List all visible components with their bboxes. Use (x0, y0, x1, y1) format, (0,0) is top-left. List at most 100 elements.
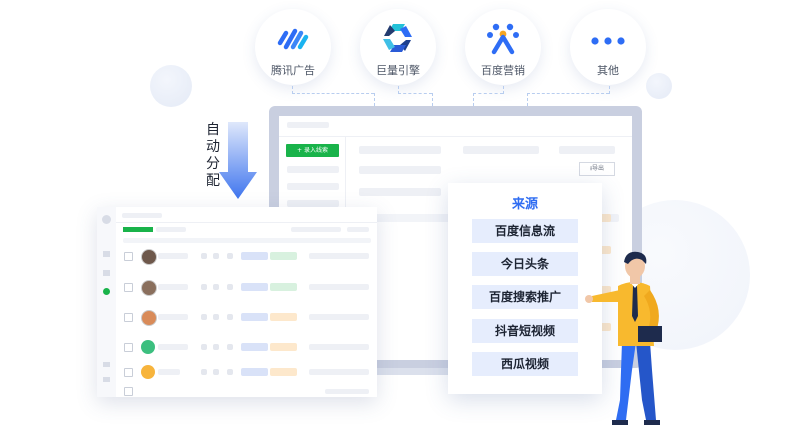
table-cell (227, 314, 233, 320)
connector-line (398, 93, 432, 94)
connector-line (292, 93, 374, 94)
platform-tencent-ads[interactable]: 腾讯广告 (255, 9, 331, 85)
table-cell (201, 344, 207, 350)
export-button[interactable]: ⭳导出 (579, 162, 615, 176)
table-cell (270, 313, 297, 321)
table-header (123, 238, 371, 243)
sidebar-item (287, 166, 339, 173)
connector-line (527, 93, 528, 106)
download-icon: ⭳ (589, 165, 593, 172)
source-title: 来源 (511, 197, 538, 212)
table-cell (241, 283, 268, 291)
source-item-baidu-search[interactable]: 百度搜索推广 (472, 285, 578, 309)
table-cell (213, 344, 219, 350)
arrow-down-icon (219, 122, 257, 199)
source-item-xigua[interactable]: 西瓜视频 (472, 352, 578, 376)
table-cell (597, 286, 611, 294)
connector-line (432, 93, 433, 106)
lead-table-panel (97, 207, 377, 397)
decor-bubble (150, 65, 192, 107)
avatar (141, 365, 155, 379)
search-bar[interactable] (347, 227, 369, 232)
tencent-ads-icon (277, 28, 309, 50)
connector-line (473, 93, 474, 106)
table-cell (309, 253, 369, 259)
row-checkbox[interactable] (124, 343, 133, 352)
connector-line (503, 86, 504, 94)
ocean-engine-icon (383, 24, 412, 52)
table-cell (270, 368, 297, 376)
platform-label: 腾讯广告 (271, 64, 315, 77)
more-dots-icon (591, 37, 625, 45)
table-cell (241, 368, 268, 376)
filter-bar (359, 188, 441, 196)
table-cell (309, 314, 369, 320)
platform-label: 百度营销 (481, 64, 525, 77)
source-panel: 来源 百度信息流 今日头条 百度搜索推广 抖音短视频 西瓜视频 (448, 183, 602, 394)
sidebar-item (287, 183, 339, 190)
panel-sidebar (97, 207, 116, 397)
row-checkbox[interactable] (124, 313, 133, 322)
table-cell (201, 284, 207, 290)
table-cell (201, 369, 207, 375)
table-cell (201, 253, 207, 259)
table-cell (213, 284, 219, 290)
table-cell (227, 284, 233, 290)
row-checkbox[interactable] (124, 252, 133, 261)
active-tab[interactable] (123, 227, 153, 232)
nav-icon (103, 270, 110, 276)
screen-divider (279, 136, 632, 137)
table-cell (270, 343, 297, 351)
avatar (102, 215, 111, 224)
table-cell (597, 323, 611, 331)
connector-line (374, 93, 375, 106)
avatar (141, 340, 155, 354)
panel-title-bar (122, 213, 162, 218)
pagination[interactable] (325, 389, 369, 394)
row-checkbox[interactable] (124, 283, 133, 292)
platform-ocean-engine[interactable]: 巨量引擎 (360, 9, 436, 85)
table-cell (201, 314, 207, 320)
platform-label: 其他 (597, 64, 619, 77)
avatar (141, 280, 157, 296)
table-cell (227, 369, 233, 375)
panel-divider (116, 222, 377, 223)
row-checkbox[interactable] (124, 368, 133, 377)
platform-baidu-marketing[interactable]: 百度营销 (465, 9, 541, 85)
table-cell (227, 344, 233, 350)
connector-line (398, 86, 399, 94)
add-lead-button[interactable]: + 录入线索 (286, 144, 339, 157)
nav-icon (103, 362, 110, 367)
source-item-baidu-feed[interactable]: 百度信息流 (472, 219, 578, 243)
search-bar[interactable] (291, 227, 341, 232)
platform-label: 巨量引擎 (376, 64, 420, 77)
source-item-douyin[interactable]: 抖音短视频 (472, 319, 578, 343)
table-cell (158, 314, 188, 320)
table-cell (309, 344, 369, 350)
table-cell (158, 253, 188, 259)
select-all-checkbox[interactable] (124, 387, 133, 396)
connector-line (292, 86, 293, 94)
filter-bar (359, 166, 441, 174)
user-icon[interactable] (103, 288, 110, 295)
table-cell (213, 253, 219, 259)
filter-bar (559, 146, 615, 154)
avatar (141, 310, 157, 326)
decor-bubble (646, 73, 672, 99)
table-cell (597, 246, 611, 254)
nav-icon (103, 377, 110, 382)
export-label: 导出 (592, 165, 605, 172)
platform-other[interactable]: 其他 (570, 9, 646, 85)
table-cell (597, 214, 611, 222)
table-cell (309, 369, 369, 375)
source-item-toutiao[interactable]: 今日头条 (472, 252, 578, 276)
tab[interactable] (156, 227, 186, 232)
table-cell (270, 283, 297, 291)
connector-line (609, 86, 610, 94)
table-cell (158, 344, 188, 350)
avatar (141, 249, 157, 265)
table-cell (158, 369, 180, 375)
table-cell (158, 284, 188, 290)
table-cell (213, 369, 219, 375)
filter-bar (359, 146, 441, 154)
